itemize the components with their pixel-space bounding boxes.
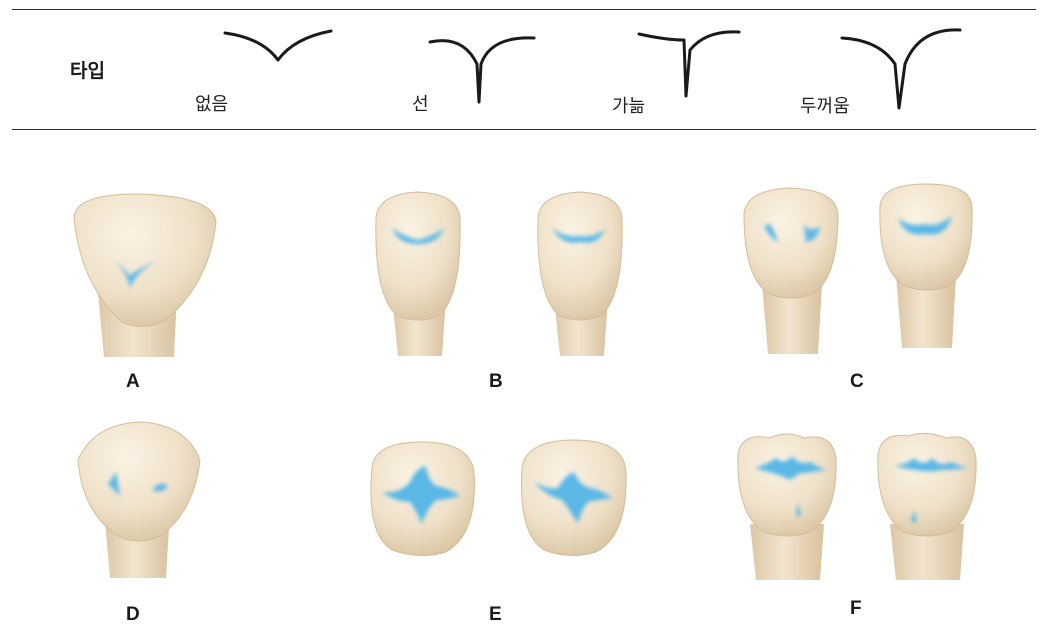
tooth-incisor-lingual: [73, 193, 217, 357]
type-label-line: 선: [412, 94, 429, 115]
header-bottom-rule: [12, 129, 1036, 130]
tooth-premolar2-right: [879, 183, 973, 348]
panel-label-b: B: [489, 371, 503, 392]
panel-label-e: E: [489, 604, 502, 625]
panel-label-d: D: [126, 604, 140, 625]
tooth-molar-buccal-left: [737, 433, 837, 580]
panel-label-c: C: [850, 371, 864, 392]
groove-thin-profile: [637, 30, 741, 98]
header-top-rule: [12, 9, 1036, 10]
tooth-molar-buccal-right: [877, 432, 977, 580]
tooth-molar-occlusal-right: [521, 439, 627, 556]
type-label-thin: 가늚: [612, 96, 646, 117]
type-label-none: 없음: [195, 94, 229, 115]
type-header-title: 타입: [70, 60, 105, 82]
type-label-thick: 두꺼움: [800, 96, 850, 117]
groove-none-profile: [223, 29, 333, 62]
groove-thick-profile: [840, 28, 962, 110]
tooth-premolar-left: [375, 191, 461, 356]
tooth-molar-occlusal-left: [370, 441, 475, 556]
tooth-premolar-right: [537, 191, 623, 356]
panel-label-f: F: [850, 598, 862, 619]
tooth-premolar2-left: [743, 187, 839, 354]
panel-label-a: A: [126, 371, 140, 392]
tooth-canine-lingual: [77, 421, 201, 578]
groove-line-profile: [428, 36, 536, 104]
